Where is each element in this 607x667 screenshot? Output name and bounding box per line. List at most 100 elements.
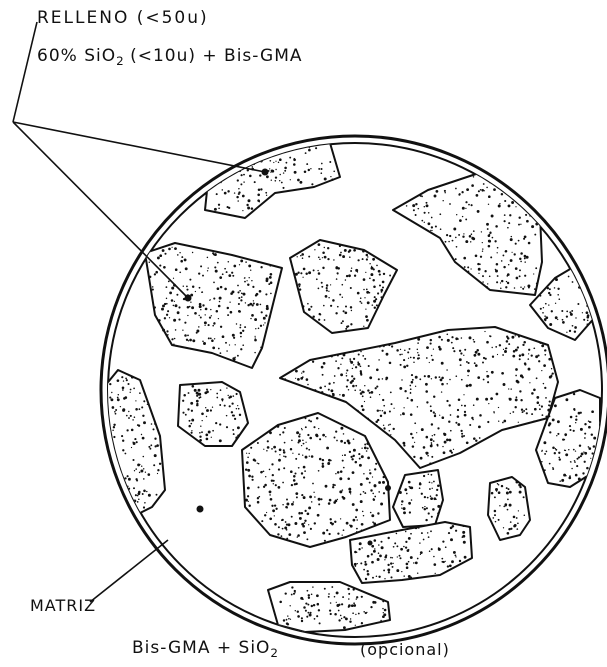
- speckle-dot: [468, 362, 470, 364]
- speckle-dot: [380, 541, 382, 543]
- speckle-dot: [457, 415, 460, 418]
- speckle-dot: [429, 488, 431, 490]
- speckle-dot: [216, 251, 217, 252]
- speckle-dot: [305, 442, 306, 443]
- speckle-dot: [347, 477, 350, 480]
- speckle-dot: [403, 511, 406, 514]
- speckle-dot: [126, 415, 128, 417]
- speckle-dot: [434, 396, 436, 398]
- speckle-dot: [219, 297, 222, 300]
- speckle-dot: [552, 372, 554, 374]
- speckle-dot: [515, 267, 518, 270]
- speckle-dot: [449, 235, 451, 237]
- speckle-dot: [270, 172, 271, 173]
- speckle-dot: [301, 429, 302, 430]
- speckle-dot: [366, 612, 367, 613]
- speckle-dot: [257, 150, 259, 152]
- speckle-dot: [399, 557, 401, 559]
- speckle-dot: [370, 512, 372, 514]
- speckle-dot: [512, 411, 514, 413]
- speckle-dot: [421, 493, 423, 495]
- speckle-dot: [291, 484, 293, 486]
- speckle-dot: [220, 352, 222, 354]
- speckle-dot: [469, 235, 472, 238]
- speckle-dot: [374, 496, 376, 498]
- speckle-dot: [326, 289, 328, 291]
- speckle-dot: [275, 161, 276, 162]
- speckle-dot: [326, 447, 329, 450]
- speckle-dot: [346, 386, 348, 388]
- speckle-dot: [523, 496, 525, 498]
- speckle-dot: [361, 596, 363, 598]
- speckle-dot: [446, 400, 448, 402]
- speckle-dot: [310, 528, 312, 530]
- speckle-dot: [364, 561, 366, 563]
- speckle-dot: [203, 342, 206, 345]
- speckle-dot: [498, 205, 501, 208]
- speckle-dot: [202, 341, 204, 343]
- speckle-dot: [305, 610, 307, 612]
- speckle-dot: [473, 341, 475, 343]
- speckle-dot: [146, 491, 147, 492]
- speckle-dot: [281, 535, 283, 537]
- speckle-dot: [431, 378, 432, 379]
- speckle-dot: [518, 510, 519, 511]
- speckle-dot: [301, 445, 302, 446]
- speckle-dot: [115, 413, 117, 415]
- speckle-dot: [471, 204, 473, 206]
- speckle-dot: [350, 270, 352, 272]
- speckle-dot: [306, 378, 309, 381]
- speckle-dot: [337, 355, 339, 357]
- speckle-dot: [236, 196, 238, 198]
- speckle-dot: [343, 467, 345, 469]
- speckle-dot: [552, 467, 553, 468]
- speckle-dot: [113, 426, 115, 428]
- speckle-dot: [432, 435, 433, 436]
- speckle-dot: [482, 242, 483, 243]
- speckle-dot: [389, 410, 391, 412]
- speckle-dot: [176, 294, 178, 296]
- speckle-dot: [519, 217, 521, 219]
- speckle-dot: [303, 606, 306, 609]
- speckle-dot: [231, 402, 233, 404]
- speckle-dot: [570, 461, 571, 462]
- speckle-dot: [378, 378, 380, 380]
- speckle-dot: [246, 204, 248, 206]
- speckle-dot: [266, 143, 267, 144]
- speckle-dot: [464, 556, 467, 559]
- speckle-dot: [294, 472, 296, 474]
- speckle-dot: [364, 444, 366, 446]
- speckle-dot: [269, 160, 271, 162]
- speckle-dot: [164, 253, 166, 255]
- speckle-dot: [459, 560, 461, 562]
- speckle-dot: [299, 288, 301, 290]
- speckle-dot: [266, 175, 269, 178]
- speckle-dot: [289, 157, 291, 159]
- speckle-dot: [381, 350, 383, 352]
- speckle-dot: [393, 563, 394, 564]
- speckle-dot: [485, 358, 487, 360]
- speckle-dot: [318, 272, 321, 275]
- speckle-dot: [433, 348, 434, 349]
- speckle-dot: [241, 296, 243, 298]
- speckle-dot: [336, 440, 338, 442]
- speckle-dot: [441, 558, 443, 560]
- speckle-dot: [473, 437, 476, 440]
- speckle-dot: [384, 609, 387, 612]
- speckle-dot: [346, 275, 348, 277]
- particle: [290, 240, 397, 333]
- speckle-dot: [287, 623, 289, 625]
- speckle-dot: [376, 304, 378, 306]
- speckle-dot: [315, 147, 317, 149]
- speckle-dot: [431, 423, 433, 425]
- speckle-dot: [505, 286, 507, 288]
- speckle-dot: [453, 228, 456, 231]
- speckle-dot: [275, 169, 276, 170]
- speckle-dot: [156, 494, 158, 496]
- speckle-dot: [515, 206, 516, 207]
- speckle-dot: [366, 291, 369, 294]
- speckle-dot: [307, 434, 309, 436]
- speckle-dot: [410, 433, 412, 435]
- speckle-dot: [222, 400, 223, 401]
- speckle-dot: [488, 403, 489, 404]
